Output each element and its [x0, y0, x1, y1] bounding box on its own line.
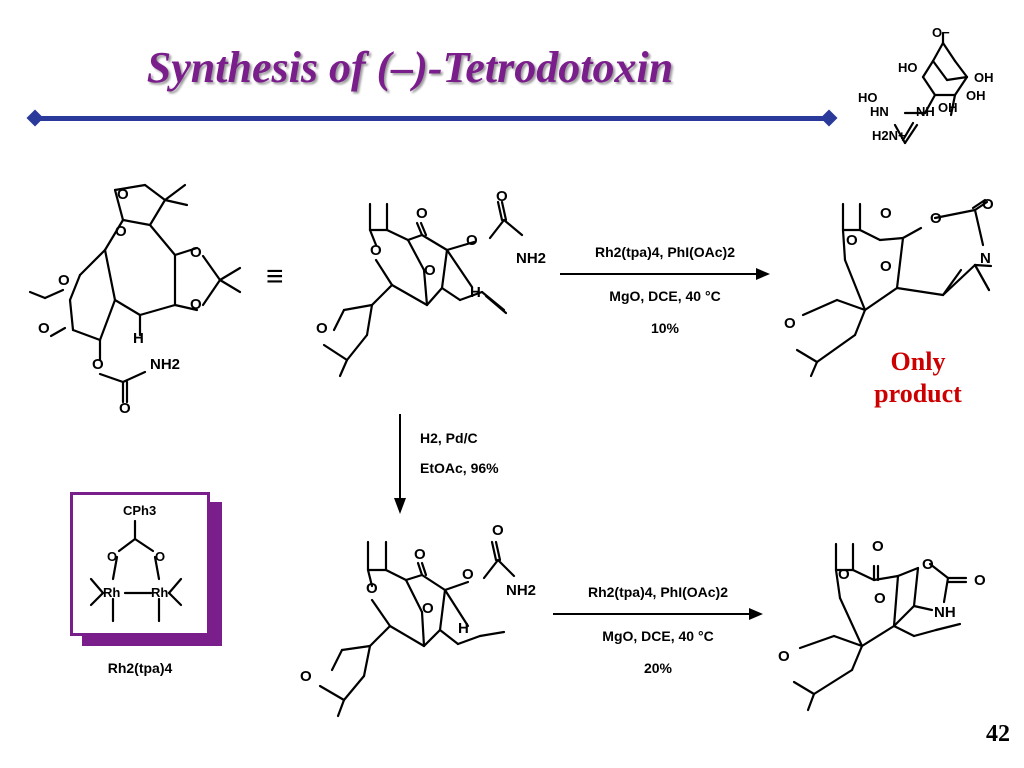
product-2-o-4: O — [922, 556, 934, 573]
product-2-o-3: O — [874, 590, 886, 607]
sm-o-ring: O — [58, 272, 70, 289]
slide-title: Synthesis of (–)-Tetrodotoxin — [146, 43, 674, 92]
catalyst-rh-2: Rh — [151, 585, 169, 600]
ttx-nh: NH — [916, 104, 935, 119]
product-1-n: N — [980, 250, 991, 267]
catalyst-rh-1: Rh — [103, 585, 121, 600]
ttx-oh-1: OH — [974, 70, 994, 85]
sm3d-o-3: O — [424, 262, 436, 279]
sm-o-carbonyl: O — [119, 400, 131, 417]
product-2-o-1: O — [872, 538, 884, 555]
reaction-2-yield: 20% — [643, 660, 673, 676]
reduced-substrate-structure — [318, 540, 516, 718]
reduced-o-1: O — [414, 546, 426, 563]
sm3d-o-6: O — [316, 320, 328, 337]
hydrogenation-arrow — [394, 414, 406, 514]
sm-h: H — [133, 330, 144, 347]
sm3d-h: H — [470, 284, 481, 301]
sm-o-a: O — [190, 244, 202, 261]
sm3d-o-4: O — [466, 232, 478, 249]
starting-material-structure — [28, 183, 242, 404]
catalyst-box: CPh3 O O Rh Rh — [70, 492, 210, 636]
product-1-o-2: O — [846, 232, 858, 249]
starting-material-3d-structure — [322, 200, 524, 378]
ttx-oh-2: OH — [966, 88, 986, 103]
title-rule — [35, 116, 830, 121]
reduced-o-5: O — [492, 522, 504, 539]
reduced-o-4: O — [462, 566, 474, 583]
product-1-o-5: O — [982, 196, 994, 213]
hydrogenation-reagents: H2, Pd/C — [420, 430, 478, 446]
reduced-o-2: O — [366, 580, 378, 597]
catalyst-cph3: CPh3 — [123, 503, 157, 518]
reduced-o-3: O — [422, 600, 434, 617]
product-1-structure — [795, 198, 993, 378]
product-2-o-6: O — [778, 648, 790, 665]
product-2-structure — [792, 542, 968, 712]
sm3d-nh2: NH2 — [516, 250, 547, 267]
reaction-1-conditions: MgO, DCE, 40 °C — [609, 288, 721, 304]
sm-o-carbamate: O — [92, 356, 104, 373]
ttx-o-minus: O− — [932, 25, 950, 40]
reduced-h: H — [458, 620, 469, 637]
catalyst-structure — [89, 519, 183, 623]
reduced-o-6: O — [300, 668, 312, 685]
catalyst-o-1: O — [107, 549, 118, 564]
sm3d-o-2: O — [370, 242, 382, 259]
sm-nh2: NH2 — [150, 356, 181, 373]
catalyst-o-2: O — [155, 549, 166, 564]
only-product-line-1: Only — [890, 347, 946, 376]
only-product-note: Only product — [858, 346, 978, 410]
sm-o-ketone: O — [38, 320, 50, 337]
rule-right-diamond-icon — [820, 109, 838, 127]
reaction-1-yield: 10% — [650, 320, 680, 336]
ttx-oh-3: OH — [938, 100, 958, 115]
sm-o-acetonide-2: O — [115, 223, 127, 240]
sm3d-o-5: O — [496, 188, 508, 205]
ttx-ho-2: HO — [858, 90, 878, 105]
product-1-o-6: O — [784, 315, 796, 332]
product-2-o-2: O — [838, 566, 850, 583]
product-1-o-1: O — [880, 205, 892, 222]
reduced-nh2: NH2 — [506, 582, 537, 599]
equivalence-symbol: ≡ — [266, 260, 284, 293]
reaction-2-conditions: MgO, DCE, 40 °C — [602, 628, 714, 644]
reaction-1-arrow — [560, 268, 770, 280]
hydrogenation-conditions: EtOAc, 96% — [420, 460, 499, 476]
ttx-h2n-plus: H2N+ — [872, 128, 906, 143]
reaction-2-reagents: Rh2(tpa)4, PhI(OAc)2 — [587, 584, 728, 600]
product-2-nh: NH — [934, 604, 956, 621]
reaction-1-reagents: Rh2(tpa)4, PhI(OAc)2 — [594, 244, 735, 260]
sm3d-o-1: O — [416, 205, 428, 222]
ttx-hn: HN — [870, 104, 889, 119]
only-product-line-2: product — [874, 379, 962, 408]
sm-o-acetonide-1: O — [117, 186, 129, 203]
product-2-o-5: O — [974, 572, 986, 589]
catalyst-name: Rh2(tpa)4 — [107, 660, 173, 676]
product-1-o-4: O — [930, 210, 942, 227]
reaction-2-arrow — [553, 608, 763, 620]
sm-o-b: O — [190, 296, 202, 313]
ttx-ho-1: HO — [898, 60, 918, 75]
page-number: 42 — [986, 721, 1010, 747]
tetrodotoxin-structure — [893, 31, 969, 145]
product-1-o-3: O — [880, 258, 892, 275]
